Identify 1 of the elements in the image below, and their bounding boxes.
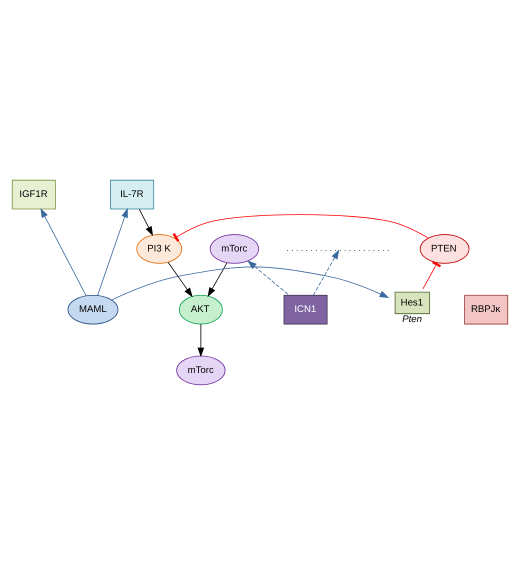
node-label: Pten [402,314,422,325]
